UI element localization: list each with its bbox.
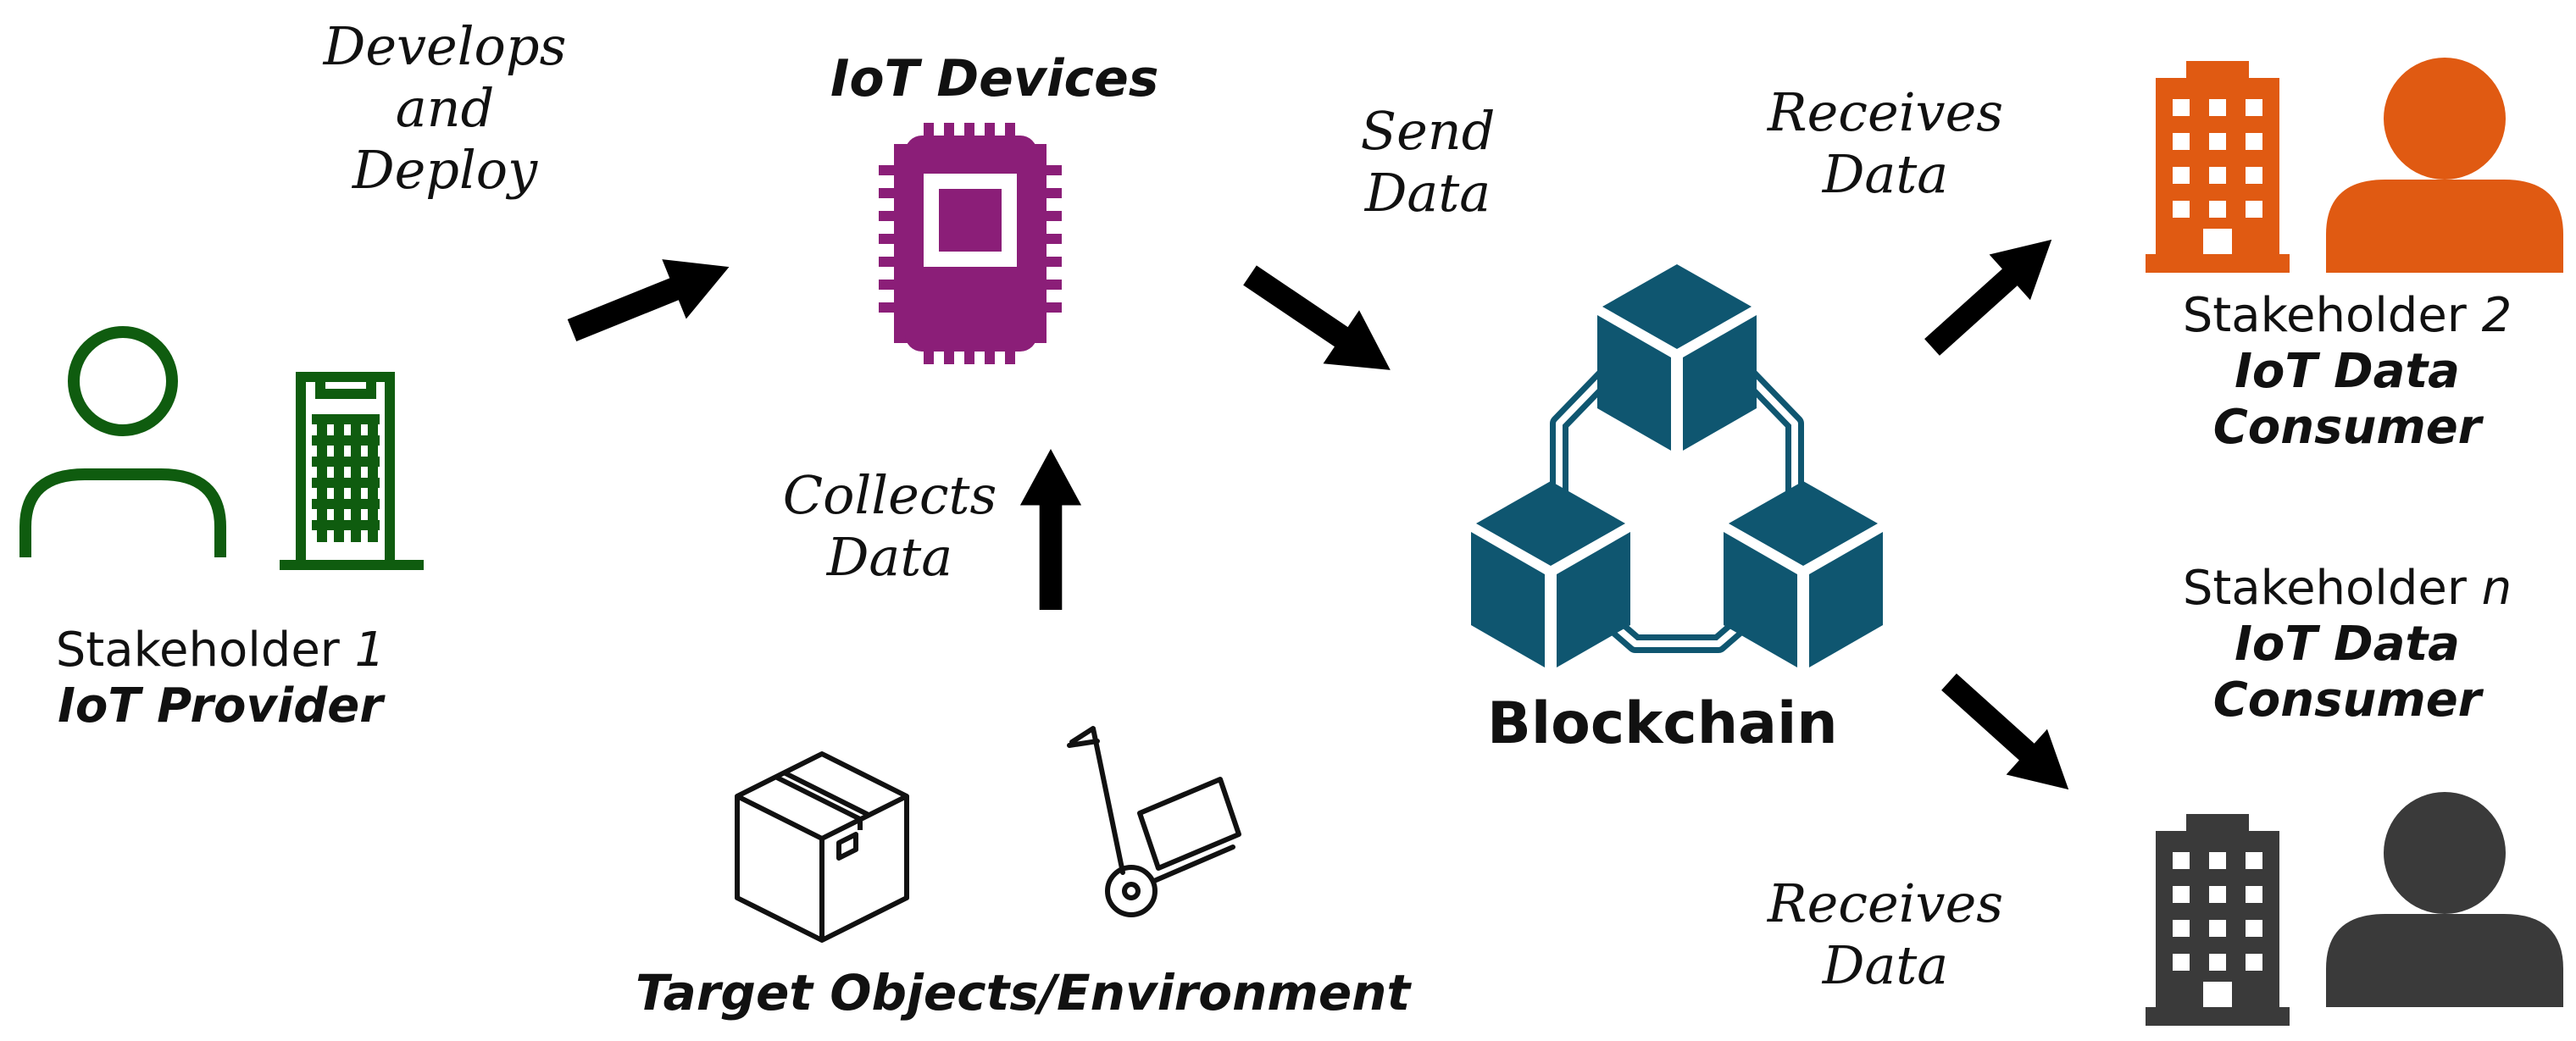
blockchain-label: Blockchain — [1487, 690, 1838, 757]
stakeholdern-name: Stakeholder n — [2127, 561, 2568, 617]
blockchain-cubes-icon — [1471, 264, 1883, 667]
develops-line2: and — [395, 77, 495, 140]
stakeholdern-building-icon — [2146, 814, 2290, 1026]
stakeholder2-role-line1: IoT Data — [2235, 344, 2460, 400]
stakeholder1-label: Stakeholder 1 IoT Provider — [17, 623, 424, 734]
provider-building-icon — [280, 372, 424, 570]
collects-data-label: Collects Data — [763, 464, 1017, 588]
stakeholder2-prefix: Stakeholder — [2182, 288, 2482, 343]
collects-data-line2: Data — [826, 526, 953, 589]
stakeholder2-name: Stakeholder 2 — [2127, 288, 2568, 344]
collects-data-line1: Collects — [782, 464, 997, 526]
box-icon — [735, 751, 909, 943]
stakeholder1-prefix: Stakeholder — [55, 623, 355, 678]
receives-bottom-line2: Data — [1822, 934, 1949, 997]
stakeholdern-prefix: Stakeholder — [2182, 561, 2482, 616]
stakeholder2-role-line2: Consumer — [2212, 400, 2482, 456]
arrow-send-data — [1231, 248, 1409, 397]
stakeholder1-index: 1 — [354, 623, 386, 678]
stakeholder2-building-icon — [2146, 61, 2290, 273]
target-objects-label: Target Objects/Environment — [636, 964, 1411, 1022]
provider-person-icon — [19, 326, 226, 557]
stakeholdern-index: n — [2481, 561, 2512, 616]
receives-bottom-line1: Receives — [1767, 872, 2004, 934]
stakeholder1-name: Stakeholder 1 — [17, 623, 424, 678]
hand-truck-icon — [1067, 726, 1241, 917]
stakeholdern-role-line2: Consumer — [2212, 673, 2482, 728]
stakeholdern-person-icon — [2326, 792, 2563, 1007]
stakeholdern-role-line1: IoT Data — [2235, 617, 2460, 673]
arrow-collects-data — [1019, 449, 1082, 610]
stakeholder2-label: Stakeholder 2 IoT Data Consumer — [2127, 288, 2568, 456]
develops-line3: Deploy — [352, 139, 538, 202]
stakeholdern-label: Stakeholder n IoT Data Consumer — [2127, 561, 2568, 728]
send-data-label: Send Data — [1330, 100, 1525, 224]
receives-data-bottom-label: Receives Data — [1763, 872, 2008, 996]
arrow-receives-top — [1911, 217, 2073, 370]
arrow-receives-bottom — [1928, 659, 2090, 812]
arrow-develops — [559, 236, 741, 361]
iot-devices-title: IoT Devices — [830, 49, 1159, 108]
stakeholder1-role: IoT Provider — [58, 678, 383, 734]
receives-top-line2: Data — [1822, 143, 1949, 206]
receives-data-top-label: Receives Data — [1763, 81, 2008, 205]
chip-icon — [879, 123, 1062, 364]
send-data-line2: Data — [1364, 162, 1491, 224]
receives-top-line1: Receives — [1767, 81, 2004, 143]
stakeholder2-index: 2 — [2481, 288, 2512, 343]
develops-label: Develops and Deploy — [305, 15, 585, 201]
develops-line1: Develops — [323, 15, 567, 77]
send-data-line1: Send — [1360, 100, 1496, 162]
stakeholder2-person-icon — [2326, 58, 2563, 273]
